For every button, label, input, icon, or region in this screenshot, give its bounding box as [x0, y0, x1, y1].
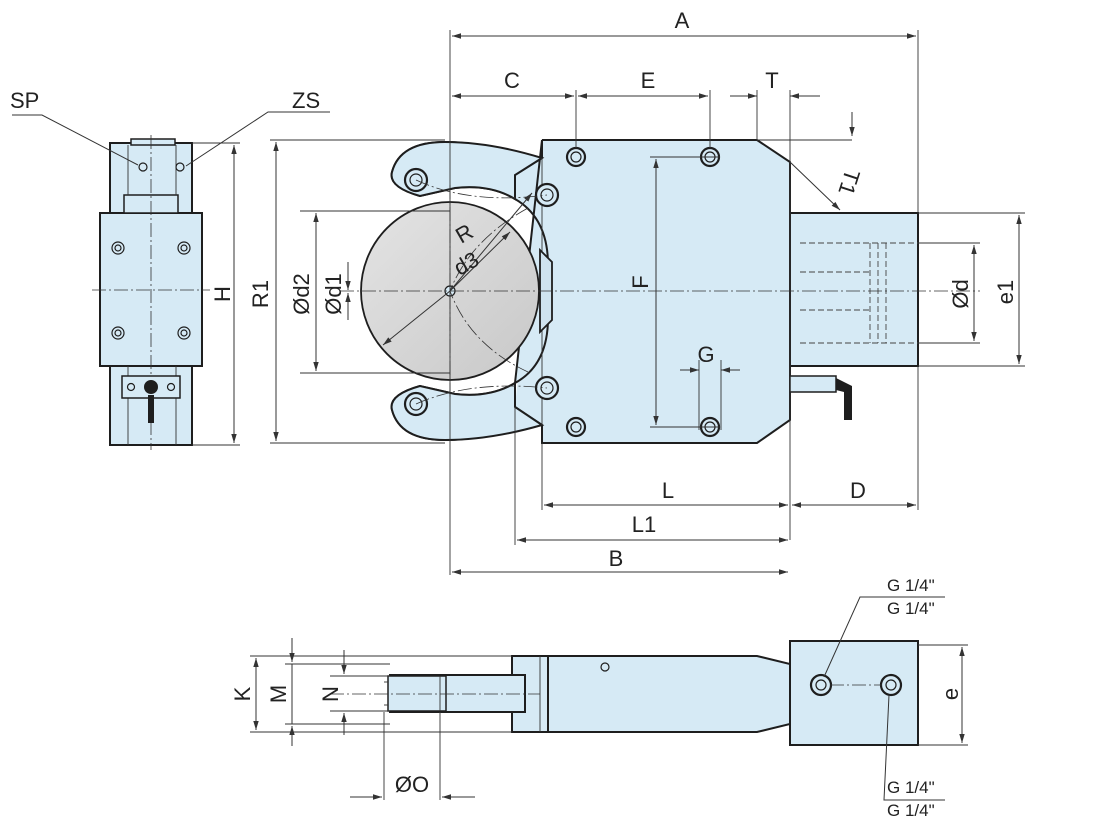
label-T: T [765, 68, 778, 93]
label-port-bottom-1: G 1/4" [887, 778, 935, 797]
label-C: C [504, 68, 520, 93]
side-view [92, 135, 210, 450]
label-e1: e1 [993, 280, 1018, 304]
label-M: M [266, 685, 291, 703]
label-e: e [938, 688, 963, 700]
label-N: N [318, 686, 343, 702]
label-O: ØO [395, 772, 429, 797]
label-H: H [210, 286, 235, 302]
label-D: D [850, 478, 866, 503]
label-ZS: ZS [292, 88, 320, 113]
label-A: A [675, 8, 690, 33]
label-port-top-1: G 1/4" [887, 576, 935, 595]
label-d1: Ød1 [321, 273, 346, 315]
label-d: Ød [948, 279, 973, 308]
label-port-bottom-2: G 1/4" [887, 801, 935, 820]
top-view [12, 30, 1025, 575]
bottom-view [250, 596, 968, 801]
label-L1: L1 [632, 512, 656, 537]
label-port-top-2: G 1/4" [887, 599, 935, 618]
label-E: E [641, 68, 656, 93]
label-F: F [628, 275, 653, 288]
label-SP: SP [10, 88, 39, 113]
label-R1: R1 [248, 280, 273, 308]
label-T1: T1 [833, 166, 865, 198]
label-L: L [662, 478, 674, 503]
label-K: K [230, 686, 255, 701]
label-G: G [697, 342, 714, 367]
label-d2: Ød2 [289, 273, 314, 315]
dimension-labels: A C E T T1 SP ZS H R1 Ød2 Ød1 R d3 F G Ø… [10, 8, 1018, 820]
label-B: B [609, 546, 624, 571]
